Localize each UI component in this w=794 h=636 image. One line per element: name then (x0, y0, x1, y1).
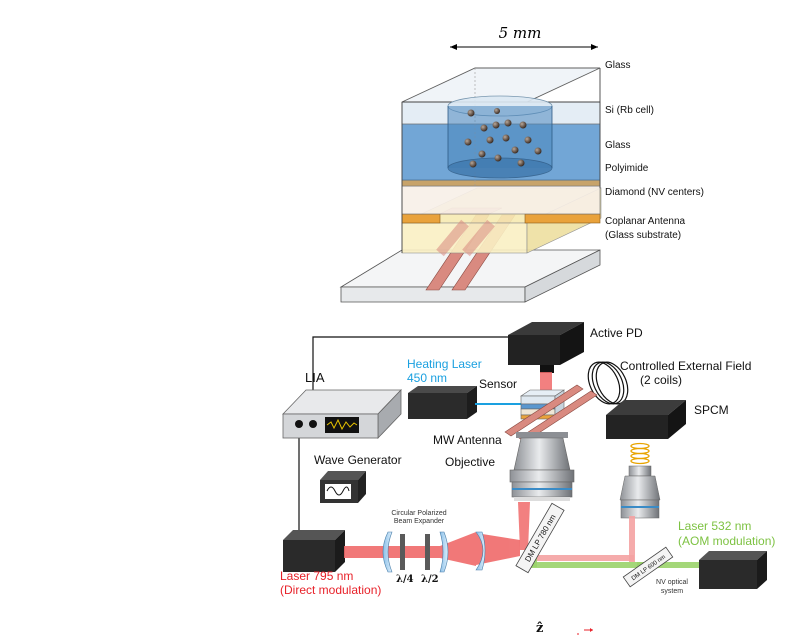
rb-atoms (464, 108, 542, 168)
layer-label-si: Si (Rb cell) (605, 105, 654, 116)
layer-label-glass: Glass (605, 140, 631, 151)
active-pd-label: Active PD (590, 326, 643, 340)
wave-generator-label: Wave Generator (314, 453, 402, 467)
heating-laser-label-line1: Heating Laser (407, 357, 482, 371)
rb-cell-cavity (447, 95, 553, 179)
laser-795 (283, 530, 345, 572)
objective-lens (509, 432, 575, 501)
sensor-label: Sensor (479, 377, 517, 391)
layer-label-substrate: (Glass substrate) (605, 230, 681, 241)
nv-optical-label-line1: NV optical (656, 579, 688, 586)
layer-label-polyimide: Polyimide (605, 163, 649, 174)
laser-532 (699, 551, 767, 589)
layer-label-glass-top: Glass (605, 60, 631, 71)
beam-to-objective (518, 502, 530, 550)
lia-box (282, 389, 402, 439)
polyimide-layer (401, 179, 601, 187)
chip-stack: 5 mm (339, 24, 704, 303)
field-label-line2: (2 coils) (640, 373, 682, 387)
field-label-line1: Controlled External Field (620, 359, 751, 373)
transmitted-beam (540, 372, 552, 390)
layer-label-antenna: Coplanar Antenna (605, 216, 686, 227)
layer-labels: Glass Si (Rb cell) Glass Polyimide Diamo… (605, 60, 704, 241)
quarter-wave-plate (400, 534, 405, 570)
lambda-4-label: λ/4 (396, 574, 414, 585)
dimension-arrow (450, 44, 598, 50)
diamond-layer (401, 185, 601, 215)
expander-label-line1: Circular Polarized (391, 510, 446, 517)
dimension-label: 5 mm (499, 24, 542, 42)
axis-z-label: ẑ (536, 621, 543, 636)
nv-optical-label-line2: system (661, 588, 683, 595)
nv-objective (619, 465, 661, 519)
fiber-coupler (630, 442, 650, 465)
spcm (606, 400, 686, 439)
beam-expander (382, 531, 486, 573)
field-vector-icon (577, 628, 593, 635)
half-wave-plate (425, 534, 430, 570)
wave-generator (320, 471, 366, 503)
lambda-2-label: λ/2 (421, 574, 439, 585)
active-pd (508, 322, 584, 373)
laser-795-beam (344, 532, 520, 566)
laser-795-label-line2: (Direct modulation) (280, 583, 381, 597)
laser-532-label-line2: (AOM modulation) (678, 534, 775, 548)
laser-532-label-line1: Laser 532 nm (678, 519, 751, 533)
layer-label-diamond: Diamond (NV centers) (605, 187, 704, 198)
lia-label: LIA (305, 370, 325, 385)
objective-label: Objective (445, 455, 495, 469)
spcm-label: SPCM (694, 403, 729, 417)
expander-label-line2: Beam Expander (394, 518, 445, 525)
heating-laser (408, 386, 477, 419)
mw-antenna-label: MW Antenna (433, 433, 502, 447)
laser-795-label-line1: Laser 795 nm (280, 569, 353, 583)
heating-laser-label-line2: 450 nm (407, 371, 447, 385)
